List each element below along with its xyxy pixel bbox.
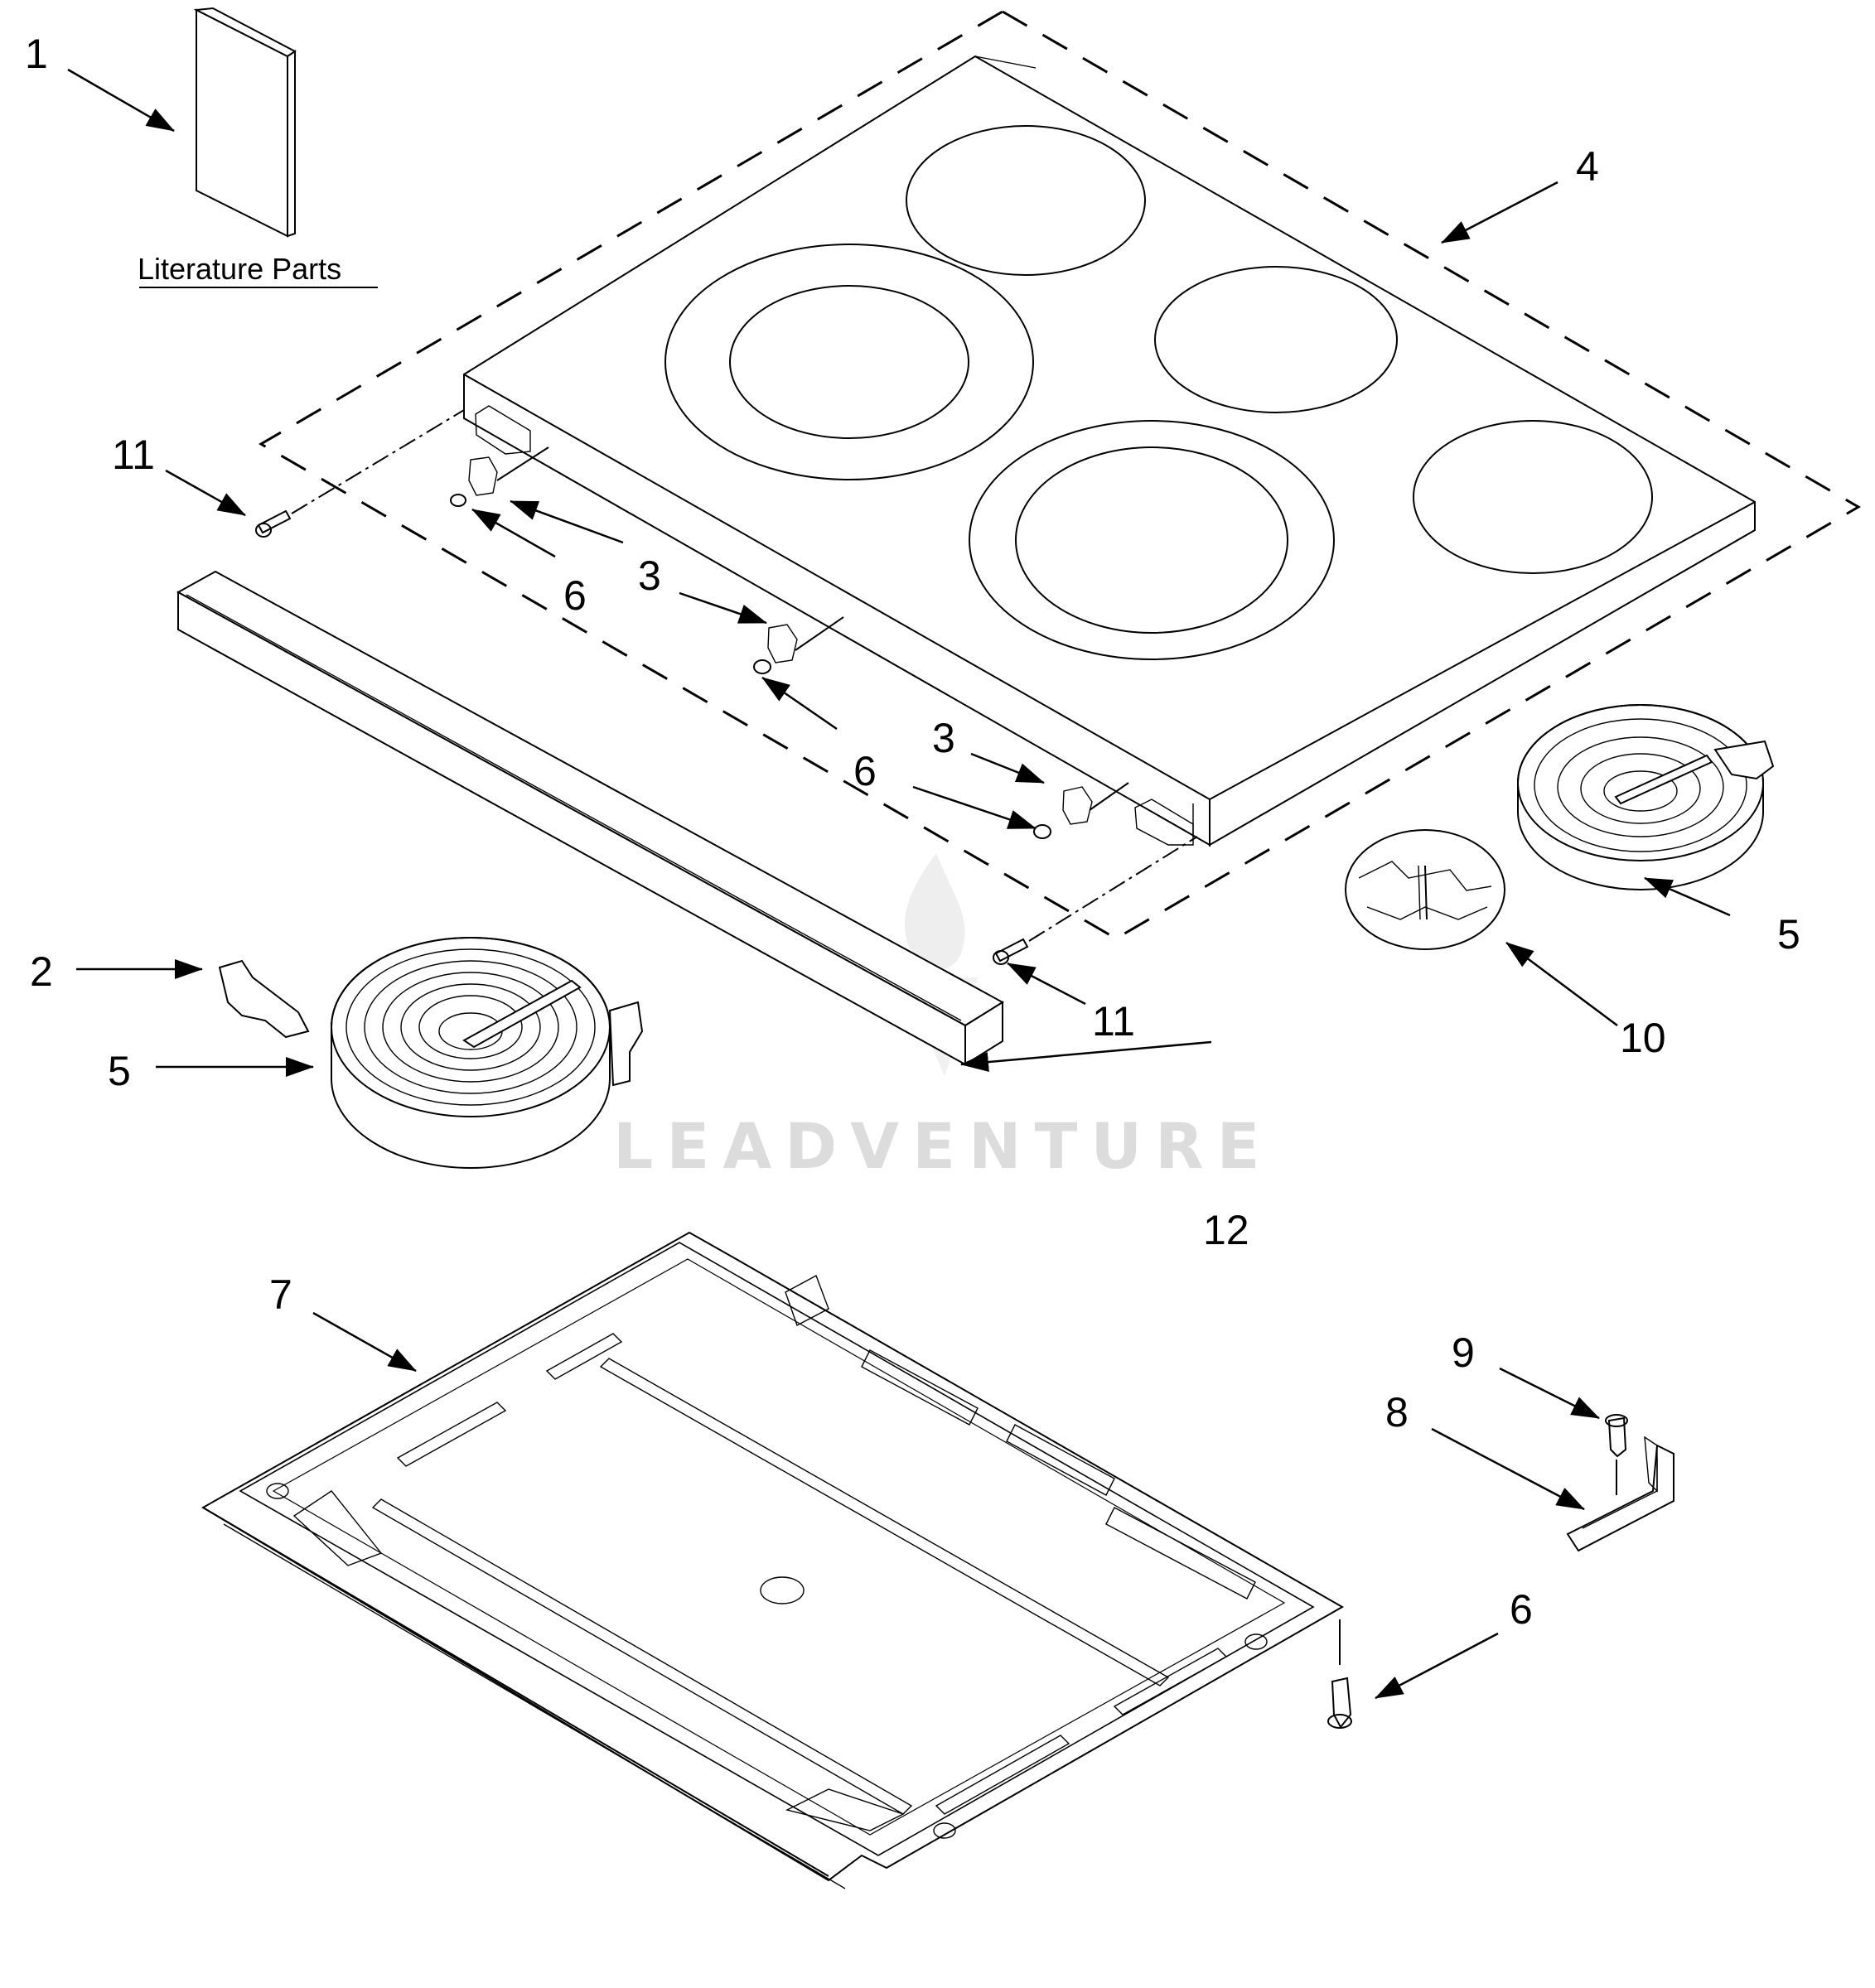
watermark-text: LEADVENTURE	[613, 1109, 1273, 1183]
callout-6-top: 6	[563, 572, 587, 619]
callout-4: 4	[1576, 143, 1599, 190]
callout-8: 8	[1385, 1389, 1409, 1436]
part-9-screw	[1605, 1414, 1628, 1495]
part-5-element-right	[1517, 704, 1775, 890]
callout-6-mid: 6	[853, 748, 877, 794]
part-10-cover	[1345, 829, 1505, 950]
part-4-cooktop	[463, 55, 1756, 847]
callout-3-top: 3	[638, 552, 661, 599]
callout-9: 9	[1452, 1329, 1475, 1376]
part-3-clip-a	[468, 446, 549, 496]
part-1-literature: Literature Parts	[138, 7, 378, 288]
part-12-front-trim	[176, 570, 1004, 1066]
callout-2: 2	[30, 948, 53, 995]
part-11-screw-b	[993, 836, 1198, 965]
callout-3-mid: 3	[932, 715, 955, 761]
part-6-screw-b	[753, 659, 771, 674]
part-6-screw-a	[450, 494, 466, 507]
callout-10: 10	[1620, 1015, 1666, 1061]
callout-11-top: 11	[112, 432, 155, 478]
leader-arrows	[67, 68, 1731, 1700]
part-7-base-panel	[201, 1231, 1345, 1889]
part-5-element-left	[331, 937, 644, 1169]
callout-6-bottom: 6	[1510, 1586, 1533, 1633]
callout-5-right: 5	[1777, 911, 1800, 958]
part-6-screw-c	[1033, 824, 1051, 839]
callout-1: 1	[25, 31, 48, 77]
callout-5-left: 5	[108, 1048, 131, 1094]
part-2-clip	[218, 959, 310, 1039]
part-6-screw-d	[1327, 1619, 1352, 1729]
assembly-boundary	[259, 10, 1861, 940]
callout-7: 7	[269, 1271, 292, 1318]
part-3-clip-b	[767, 616, 844, 663]
callout-12: 12	[1203, 1207, 1249, 1253]
literature-parts-label: Literature Parts	[138, 252, 341, 286]
callout-11-bottom: 11	[1092, 998, 1135, 1045]
part-8-bracket	[1566, 1436, 1674, 1552]
part-11-screw-a	[255, 409, 465, 538]
part-3-clip-c	[1062, 782, 1129, 825]
